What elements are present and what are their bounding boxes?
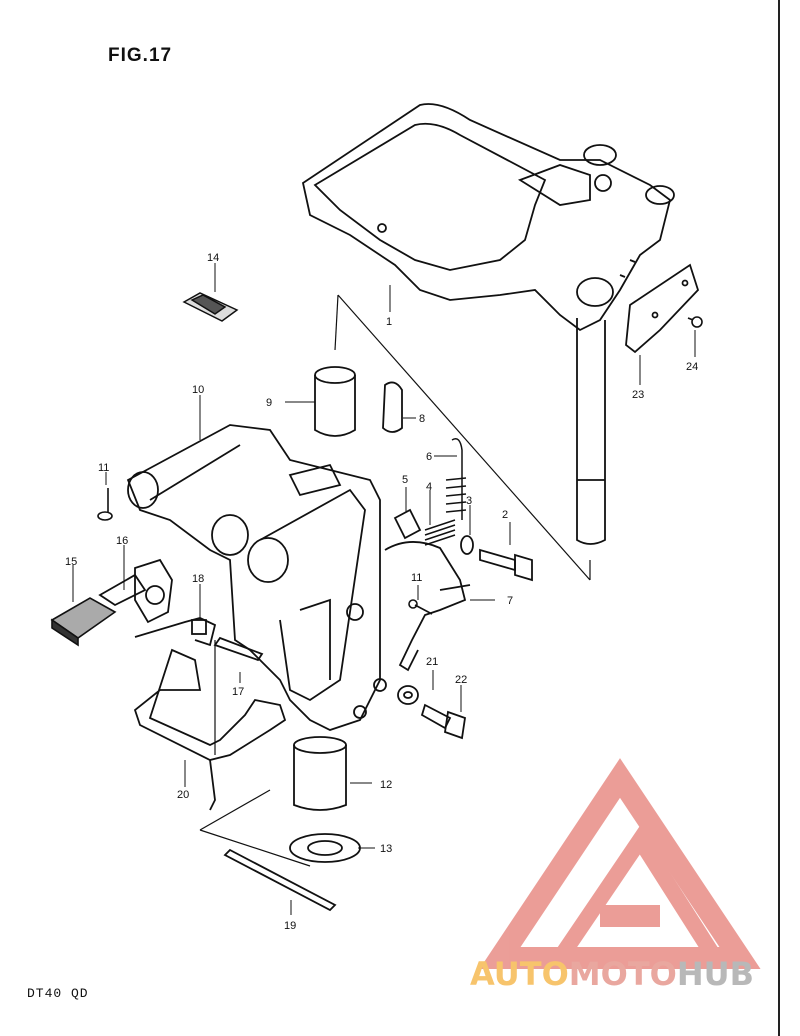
callout-7: 7 (507, 595, 513, 607)
part-24-screw (687, 316, 703, 328)
watermark-hub: HUB (676, 955, 755, 993)
callout-16: 16 (116, 535, 128, 547)
callout-19: 19 (284, 920, 296, 932)
callout-8: 8 (419, 413, 425, 425)
callout-6: 6 (426, 451, 432, 463)
model-code: DT40 QD (27, 986, 89, 1001)
callout-11-b: 11 (411, 572, 422, 584)
part-17-pin (213, 636, 264, 662)
part-16-bracket (98, 558, 173, 624)
callout-22: 22 (455, 674, 467, 686)
watermark-auto: AUTO (470, 955, 569, 993)
figure-title: FIG.17 (108, 45, 173, 66)
callout-10: 10 (192, 384, 204, 396)
callout-4: 4 (426, 481, 432, 493)
callout-24: 24 (686, 361, 698, 373)
part-6-spring (445, 438, 467, 520)
watermark-logo-icon (479, 758, 761, 969)
part-21-washer (397, 685, 419, 705)
part-19-rod (223, 848, 337, 912)
callout-23: 23 (632, 389, 644, 401)
callout-1: 1 (386, 316, 392, 328)
callout-2: 2 (502, 509, 508, 521)
part-18-bracket (134, 617, 217, 647)
part-8-clip (382, 381, 403, 433)
callout-15: 15 (65, 556, 77, 568)
leader-lines (72, 263, 696, 915)
part-15-pad (50, 597, 117, 647)
callout-11-a: 11 (98, 462, 109, 474)
part-22-bolt (420, 703, 467, 740)
part-11-bolt-a (97, 488, 113, 521)
callout-12: 12 (380, 779, 392, 791)
part-5-collar (393, 508, 422, 540)
part-20-bracket (133, 648, 287, 811)
part-13-washer (289, 833, 361, 863)
part-14-label (182, 292, 239, 322)
part-23-plate (625, 263, 700, 354)
part-3-washer (460, 535, 474, 555)
part-10-clamp-bracket (126, 424, 387, 731)
callout-21: 21 (426, 656, 438, 668)
watermark-text: AUTOMOTOHUB (470, 955, 754, 993)
callout-20: 20 (177, 789, 189, 801)
part-7-lever (384, 541, 471, 672)
callout-9: 9 (266, 397, 272, 409)
part-4-spring (424, 519, 456, 546)
callout-18: 18 (192, 573, 204, 585)
callout-3: 3 (466, 495, 472, 507)
watermark-moto: MOTO (568, 955, 677, 993)
callout-17: 17 (232, 686, 244, 698)
callout-14: 14 (207, 252, 219, 264)
callout-13: 13 (380, 843, 392, 855)
part-12-bushing (293, 736, 347, 811)
part-11-bolt-b (408, 599, 433, 615)
part-2-bolt (479, 548, 533, 582)
assembly-lines (199, 294, 591, 867)
callout-5: 5 (402, 474, 408, 486)
part-1-swivel-arm (301, 103, 675, 545)
part-9-bushing (314, 366, 356, 437)
